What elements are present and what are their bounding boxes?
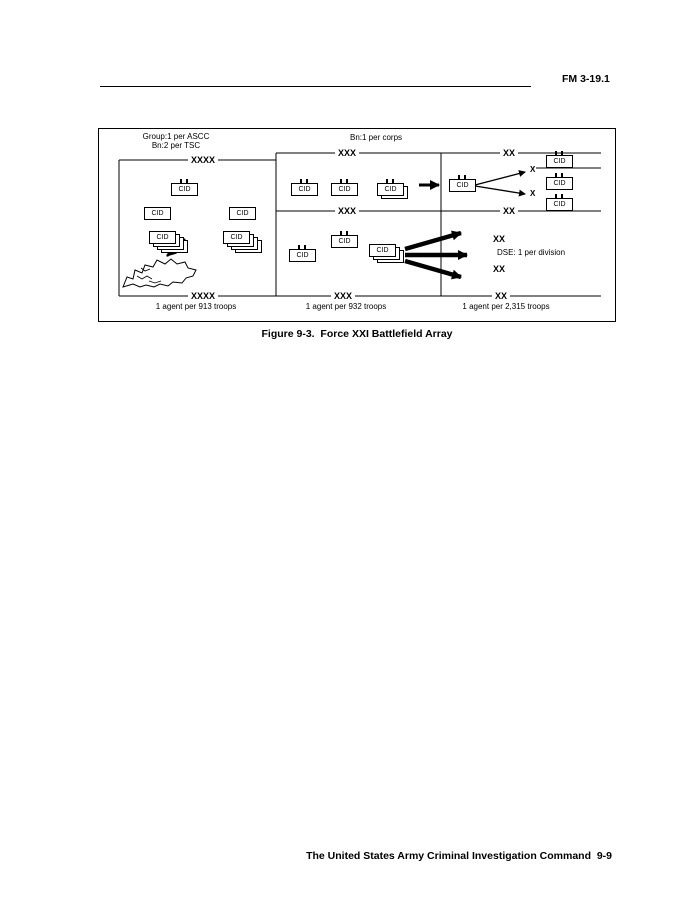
figure-caption: Figure 9-3. Force XXI Battlefield Array	[261, 328, 453, 340]
echelon-xx-bottom: XX	[491, 291, 511, 301]
left-column-note-line1: Group:1 per ASCC	[142, 132, 210, 141]
fork-arrow-upper	[474, 170, 526, 186]
battalion-mark-icon	[555, 173, 563, 177]
left-column-note-line2: Bn:2 per TSC	[151, 141, 201, 150]
cid-box: CID	[331, 183, 358, 196]
cid-box: CID	[229, 207, 256, 220]
header-rule	[100, 86, 531, 87]
cid-box: CID	[144, 207, 171, 220]
echelon-xxx-mid: XXX	[334, 206, 360, 216]
cid-box: CID	[289, 249, 316, 262]
battalion-mark-icon	[340, 179, 348, 183]
echelon-xx-top: XX	[499, 148, 519, 158]
fork-arrow-lower	[474, 185, 526, 197]
cid-box: CID	[546, 177, 573, 190]
figure-9-3-diagram: Group:1 per ASCC Bn:2 per TSC Bn:1 per c…	[98, 128, 616, 322]
doc-id: FM 3-19.1	[562, 73, 610, 85]
cid-box: CID	[546, 198, 573, 211]
terrain-sketch-detail	[136, 267, 162, 284]
dse-note: DSE: 1 per division	[496, 248, 566, 257]
battalion-mark-icon	[555, 194, 563, 198]
echelon-xxxx-bottom: XXXX	[187, 291, 219, 301]
echelon-xxx-top: XXX	[334, 148, 360, 158]
diagram-lines-and-arrows	[118, 152, 601, 297]
brigade-x-mark-lower: X	[530, 189, 536, 198]
middle-column-note: Bn:1 per corps	[349, 133, 403, 142]
agents-note-middle: 1 agent per 932 troops	[305, 302, 387, 311]
agents-note-right: 1 agent per 2,315 troops	[462, 302, 550, 311]
dse-arrow-lower	[404, 258, 462, 280]
cid-box: CID	[223, 231, 250, 244]
battalion-mark-icon	[298, 245, 306, 249]
cid-box: CID	[291, 183, 318, 196]
cid-box: CID	[546, 155, 573, 168]
agents-note-left: 1 agent per 913 troops	[155, 302, 237, 311]
echelon-xx-mid: XX	[499, 206, 519, 216]
cid-box: CID	[369, 244, 396, 257]
cid-box: CID	[171, 183, 198, 196]
battalion-mark-icon	[458, 175, 466, 179]
dse-arrow-upper	[404, 230, 462, 252]
battalion-mark-icon	[555, 151, 563, 155]
cid-box: CID	[449, 179, 476, 192]
page-footer: The United States Army Criminal Investig…	[306, 850, 612, 862]
battalion-mark-icon	[340, 231, 348, 235]
brigade-x-mark-upper: X	[530, 165, 536, 174]
cid-box: CID	[149, 231, 176, 244]
battalion-mark-icon	[300, 179, 308, 183]
echelon-xxxx-top: XXXX	[187, 155, 219, 165]
cid-box: CID	[331, 235, 358, 248]
echelon-xxx-bottom: XXX	[330, 291, 356, 301]
battalion-mark-icon	[386, 179, 394, 183]
echelon-xx-division-lower: XX	[489, 264, 509, 274]
cid-box: CID	[377, 183, 404, 196]
battalion-mark-icon	[180, 179, 188, 183]
echelon-xx-division-upper: XX	[489, 234, 509, 244]
terrain-sketch	[122, 258, 197, 288]
